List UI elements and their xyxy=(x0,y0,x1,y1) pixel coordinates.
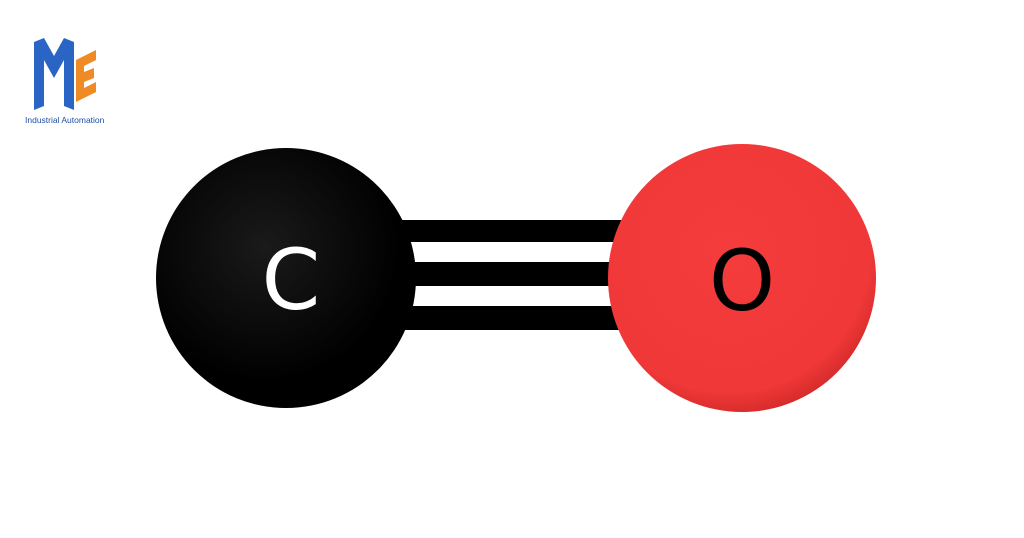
bond-line-2 xyxy=(380,262,640,286)
triple-bond xyxy=(380,220,640,330)
bond-line-3 xyxy=(380,306,640,330)
logo-mark-icon xyxy=(34,38,96,110)
oxygen-atom: O xyxy=(608,144,876,412)
oxygen-atom-sphere xyxy=(608,144,876,412)
carbon-atom-label: C xyxy=(262,231,321,329)
carbon-atom: C xyxy=(156,148,416,408)
company-logo: Industrial Automation xyxy=(22,38,122,130)
oxygen-atom-label: O xyxy=(709,232,775,330)
logo-caption: Industrial Automation xyxy=(25,115,105,125)
bond-line-1 xyxy=(380,220,640,242)
carbon-atom-sphere xyxy=(156,148,416,408)
